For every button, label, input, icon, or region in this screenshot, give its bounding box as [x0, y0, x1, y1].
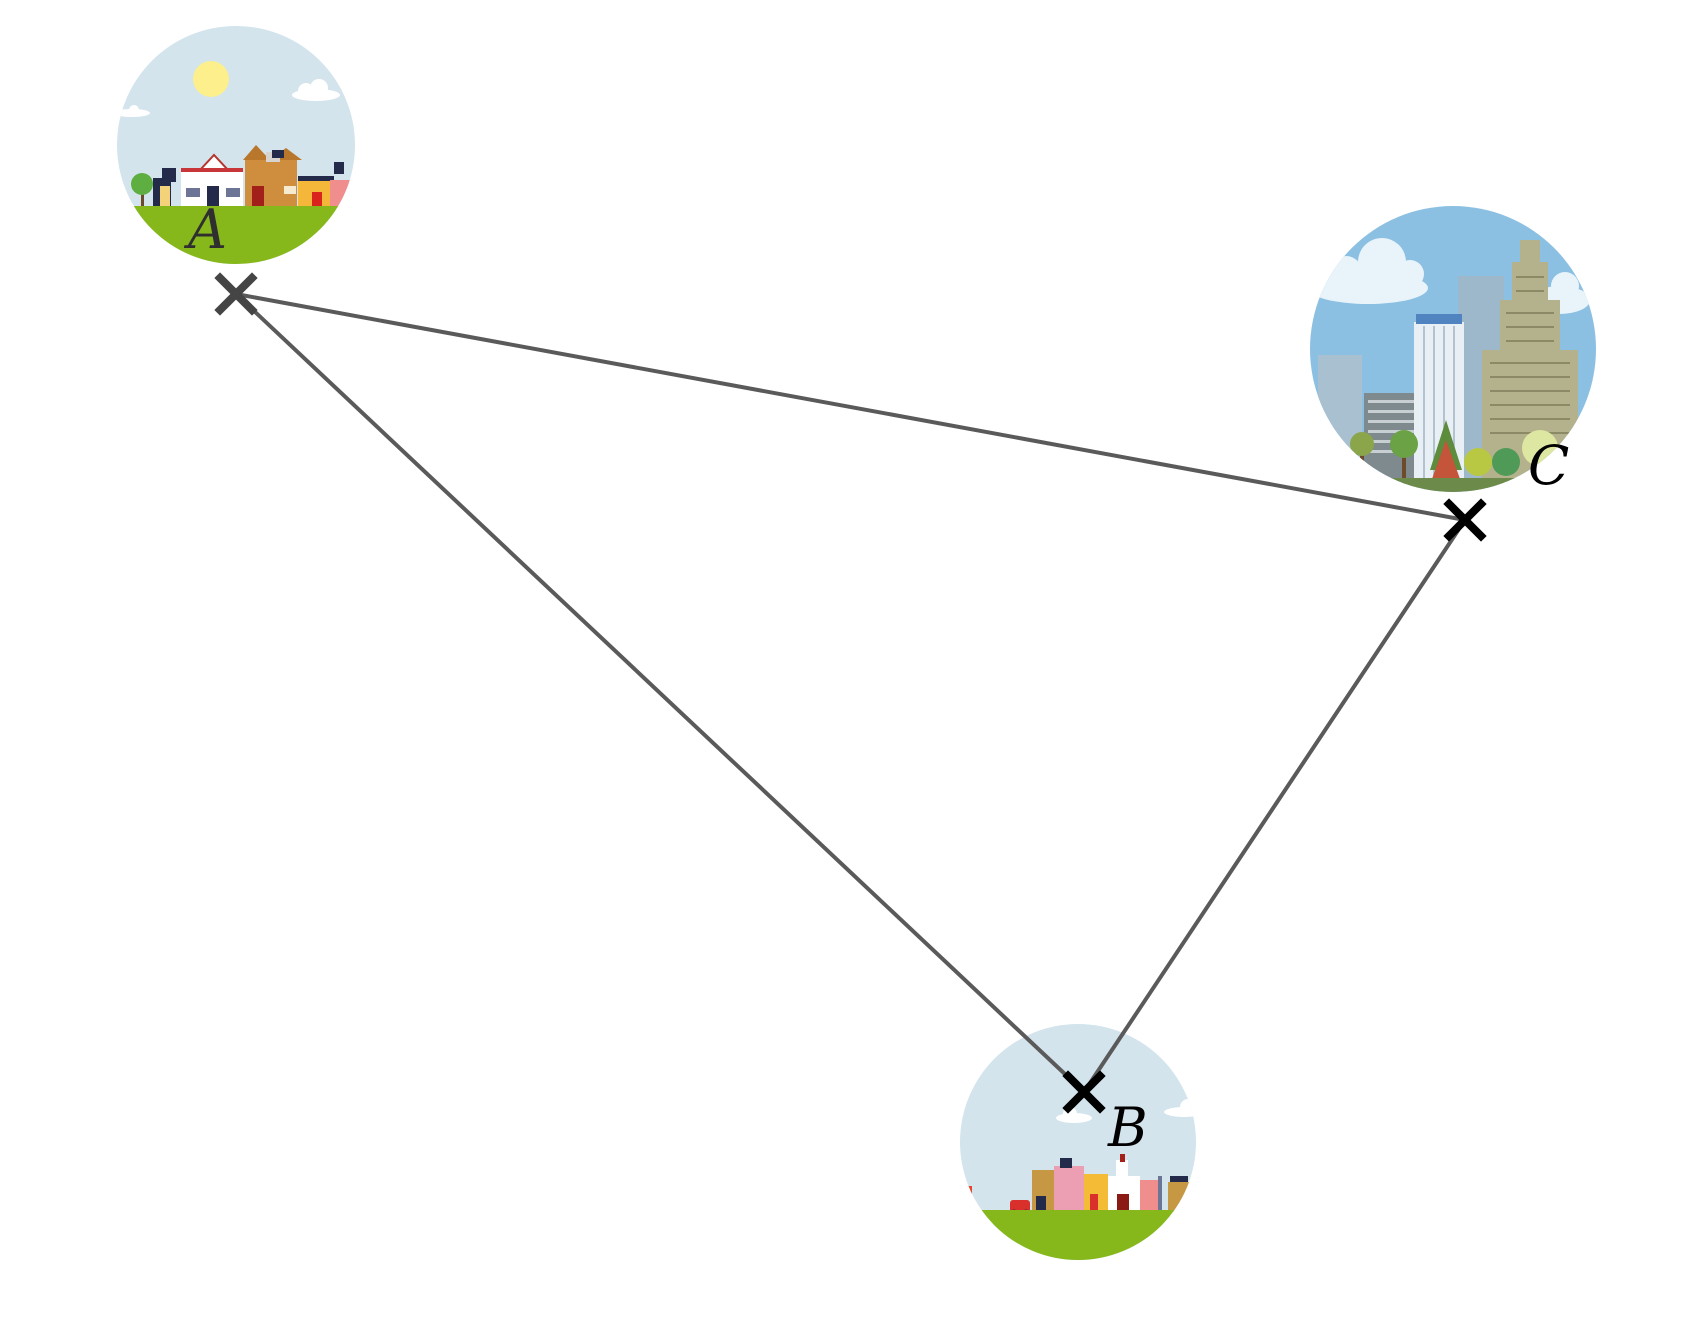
tree-icon — [1350, 420, 1558, 490]
point-b-label: B — [1107, 1096, 1148, 1159]
town-street-scene-icon — [960, 1024, 1196, 1260]
point-c-label: C — [1528, 434, 1569, 497]
cloud-icon — [117, 79, 340, 117]
point-c-marker — [1443, 498, 1487, 542]
edge-a-b — [234, 292, 1086, 1094]
sun-icon — [193, 61, 229, 97]
edge-b-c — [1082, 518, 1467, 1094]
point-a-label: A — [183, 198, 227, 261]
point-b-marker — [1062, 1070, 1106, 1114]
city-skyline-scene-icon — [1310, 206, 1596, 492]
triangle-edges — [234, 292, 1467, 1094]
point-a-marker — [214, 272, 258, 316]
edge-a-c — [234, 292, 1467, 522]
tree-icon — [131, 173, 153, 208]
village-scene-icon — [117, 26, 355, 264]
